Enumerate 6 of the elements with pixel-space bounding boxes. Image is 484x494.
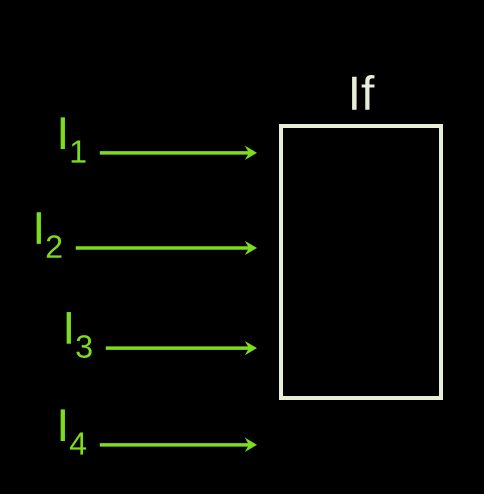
current-label: I$_{2}$	[36, 212, 62, 258]
box: If	[279, 75, 443, 400]
current-label: I$_{1}$	[60, 117, 86, 163]
node-label: If	[352, 75, 374, 110]
current-label: I$_{3}$	[66, 312, 92, 358]
current-label: I$_{4}$	[60, 409, 86, 455]
